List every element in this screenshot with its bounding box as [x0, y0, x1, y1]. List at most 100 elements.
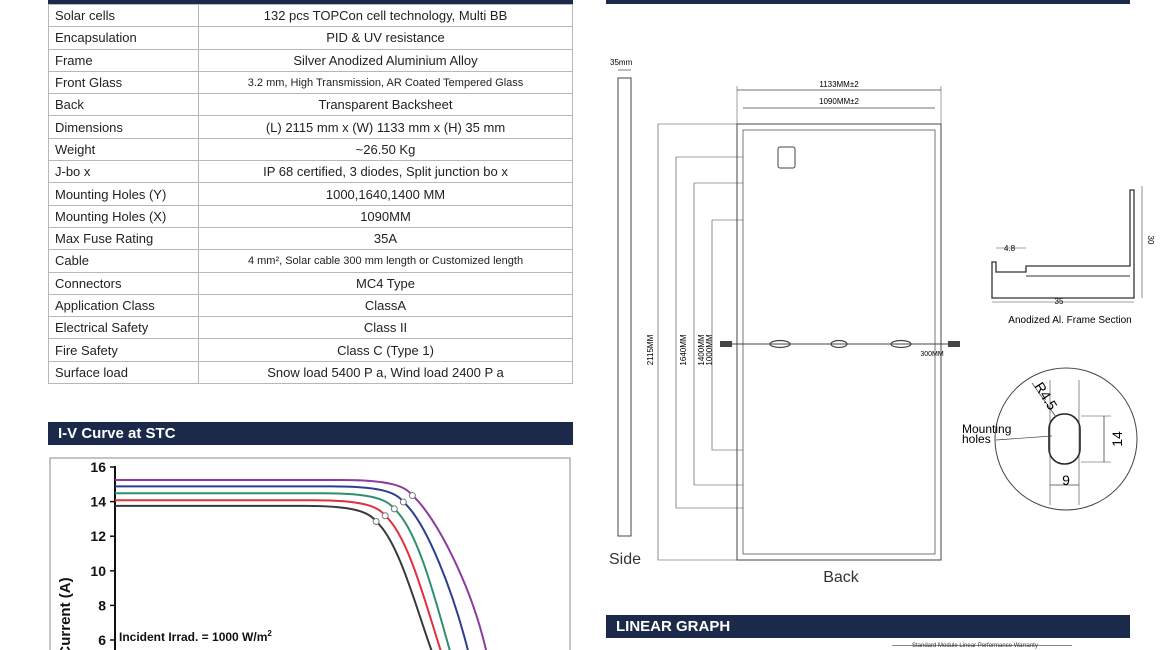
spec-value: Class C (Type 1)	[198, 338, 573, 362]
length-label: 2115MM	[646, 334, 655, 365]
spec-value: 132 pcs TOPCon cell technology, Multi BB	[198, 3, 573, 28]
spec-key: Frame	[48, 48, 199, 72]
mounting-holes-label-1: Mounting	[962, 422, 1011, 436]
frame-section-profile	[991, 189, 1135, 299]
spec-value: Silver Anodized Aluminium Alloy	[198, 48, 573, 72]
spec-row: Dimensions(L) 2115 mm x (W) 1133 mm x (H…	[48, 115, 573, 139]
spec-value: 35A	[198, 226, 573, 251]
y-tick-label: 14	[90, 494, 106, 510]
spec-key: Fire Safety	[48, 338, 199, 362]
mpp-marker	[408, 492, 416, 500]
spec-key: Weight	[48, 137, 199, 162]
hole-height-label: 14	[1109, 431, 1125, 447]
spec-value: MC4 Type	[198, 271, 573, 295]
iv-curve-line	[115, 492, 451, 650]
y-tick-label: 16	[90, 459, 106, 475]
spec-value: 1090MM	[198, 204, 573, 228]
spec-value: 3.2 mm, High Transmission, AR Coated Tem…	[198, 70, 573, 95]
back-label: Back	[823, 569, 860, 586]
spec-key: Cable	[48, 249, 199, 273]
radius-leader	[1031, 382, 1057, 418]
iv-chart-frame	[49, 457, 571, 650]
legend-swatch	[892, 645, 1072, 646]
iv-curve-line	[115, 478, 487, 650]
y-tick-label: 10	[90, 563, 106, 579]
side-width-label: 35mm	[610, 58, 633, 67]
junction-box-center	[830, 339, 848, 349]
label-plate	[777, 146, 796, 169]
dim-1640-label: 1640MM	[679, 334, 688, 365]
radius-label: R4.5	[1031, 379, 1060, 413]
hole-detail-circle	[994, 367, 1138, 511]
side-label: Side	[609, 551, 641, 568]
junction-box-left	[769, 339, 791, 349]
hole-width-label: 1090MM±2	[819, 97, 860, 106]
length-dim	[657, 123, 737, 561]
drawing-top-bar	[606, 0, 1130, 4]
iv-y-axis-label: Current (A)	[57, 577, 74, 650]
iv-mpp-markers	[372, 492, 416, 525]
spec-key: Max Fuse Rating	[48, 226, 199, 251]
spec-row: Weight~26.50 Kg	[48, 137, 573, 162]
spec-value: IP 68 certified, 3 diodes, Split junctio…	[198, 160, 573, 184]
frame-section-label: Anodized Al. Frame Section	[1008, 315, 1131, 326]
mpp-marker	[372, 517, 380, 525]
spec-key: Encapsulation	[48, 26, 199, 50]
mounting-holes-label-2: holes	[962, 432, 991, 446]
iv-curve-line	[115, 499, 442, 650]
spec-row: Mounting Holes (Y)1000,1640,1400 MM	[48, 182, 573, 206]
iv-curve-line	[115, 485, 469, 650]
iv-curve-line	[115, 504, 433, 650]
mpp-marker	[399, 498, 407, 506]
mounting-hole-slot	[1048, 413, 1081, 465]
spec-value: (L) 2115 mm x (W) 1133 mm x (H) 35 mm	[198, 115, 573, 139]
spec-value: Transparent Backsheet	[198, 93, 573, 117]
spec-value: 1000,1640,1400 MM	[198, 182, 573, 206]
spec-row: Mounting Holes (X)1090MM	[48, 204, 573, 228]
dim-1400-line	[693, 182, 743, 486]
spec-key: Application Class	[48, 293, 199, 318]
frame-dim-35-label: 35	[1055, 297, 1064, 306]
hole-width-label: 9	[1062, 472, 1070, 488]
spec-value: Class II	[198, 316, 573, 340]
iv-curve-header: I-V Curve at STC	[48, 422, 573, 445]
spec-key: Electrical Safety	[48, 316, 199, 340]
spec-key: Mounting Holes (X)	[48, 204, 199, 228]
y-tick-label: 6	[98, 632, 106, 648]
junction-box-right	[890, 339, 912, 349]
spec-value: ~26.50 Kg	[198, 137, 573, 162]
linear-graph-header: LINEAR GRAPH	[606, 615, 1130, 638]
dim-1400-label: 1400MM	[697, 334, 706, 365]
back-frame-inner	[742, 129, 936, 555]
iv-annotation: Incident Irrad. = 1000 W/m2	[119, 629, 272, 644]
spec-key: Connectors	[48, 271, 199, 295]
outer-width-label: 1133MM±2	[819, 80, 859, 89]
connector-right	[948, 341, 960, 347]
dim-1640-line	[675, 156, 743, 509]
spec-value: ClassA	[198, 293, 573, 318]
y-tick-label: 8	[98, 597, 106, 613]
spec-key: Dimensions	[48, 115, 199, 139]
spec-value: PID & UV resistance	[198, 26, 573, 50]
dim-1000-line	[711, 219, 743, 451]
spec-key: Solar cells	[48, 3, 199, 28]
mpp-marker	[390, 505, 398, 513]
spec-key: Front Glass	[48, 70, 199, 95]
dim-1000-label: 1000MM	[705, 334, 714, 365]
spec-key: Back	[48, 93, 199, 117]
side-profile	[617, 77, 632, 537]
frame-dim-30-label: 30	[1146, 236, 1155, 245]
